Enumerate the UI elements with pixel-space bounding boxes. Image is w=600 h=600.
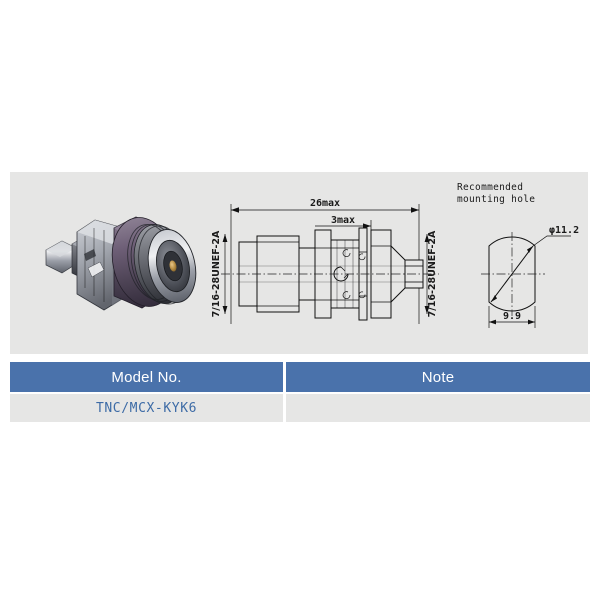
front-jack-face [147, 229, 197, 303]
mounting-hole-title-line2: mounting hole [457, 194, 535, 205]
dimension-26max-label: 26max [310, 198, 340, 209]
column-header-note: Note [286, 362, 590, 392]
cell-note [286, 394, 590, 422]
specification-panel: 26max 3max 7/16-28UNEF-2A [10, 172, 588, 354]
product-render-image [30, 182, 205, 342]
specification-table: Model No. Note TNC/MCX-KYK6 [10, 362, 590, 424]
cell-model-no: TNC/MCX-KYK6 [10, 394, 283, 422]
column-header-model-no: Model No. [10, 362, 283, 392]
connector-cross-section-drawing: 26max 3max 7/16-28UNEF-2A [211, 182, 579, 328]
mounting-hole-width-label: 9.9 [503, 311, 521, 322]
technical-drawing: 26max 3max 7/16-28UNEF-2A [195, 174, 585, 354]
table-header-row: Model No. Note [10, 362, 590, 392]
thread-spec-right-label: 7/16-28UNEF-2A [427, 230, 438, 317]
mounting-hole-view: Recommended mounting hole φ11.2 [457, 182, 579, 328]
mounting-hole-diameter-label: φ11.2 [549, 225, 579, 236]
thread-spec-left-label: 7/16-28UNEF-2A [211, 230, 222, 317]
dimension-3max-label: 3max [331, 215, 355, 226]
table-row: TNC/MCX-KYK6 [10, 394, 590, 422]
mounting-hole-title-line1: Recommended [457, 182, 523, 193]
connector-body-outline [221, 227, 439, 321]
mcx-rear-barrel [45, 240, 77, 274]
connector-3d-illustration [45, 216, 197, 311]
